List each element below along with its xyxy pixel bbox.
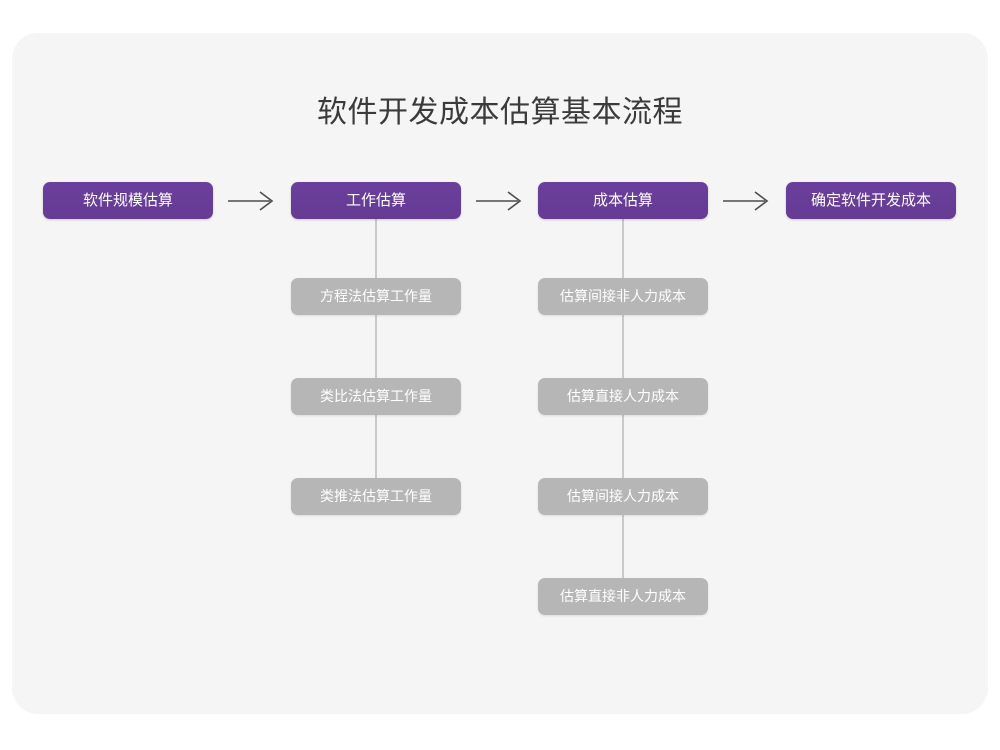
substep-box-right-4-label: 估算直接非人力成本 bbox=[560, 588, 686, 604]
stage-box-4-label: 确定软件开发成本 bbox=[810, 192, 931, 209]
page-title: 软件开发成本估算基本流程 bbox=[317, 96, 683, 129]
stage-box-1-label: 软件规模估算 bbox=[82, 192, 173, 209]
substep-box-right-1[interactable]: 估算间接非人力成本 bbox=[538, 278, 708, 315]
stage-box-2-label: 工作估算 bbox=[345, 192, 406, 209]
substep-box-right-1-label: 估算间接非人力成本 bbox=[560, 288, 686, 304]
substep-box-left-2[interactable]: 类比法估算工作量 bbox=[291, 378, 461, 415]
substep-box-left-3[interactable]: 类推法估算工作量 bbox=[291, 478, 461, 515]
connector-line-right-2 bbox=[622, 315, 624, 378]
connector-line-left-1 bbox=[375, 219, 377, 278]
arrow-right-icon bbox=[721, 188, 771, 214]
stage-box-3-label: 成本估算 bbox=[592, 192, 653, 209]
substep-box-left-2-label: 类比法估算工作量 bbox=[320, 388, 432, 404]
arrow-right-icon bbox=[226, 188, 276, 214]
substep-box-right-3-label: 估算间接人力成本 bbox=[567, 488, 679, 504]
connector-line-right-3 bbox=[622, 415, 624, 478]
stage-box-2[interactable]: 工作估算 bbox=[291, 182, 461, 219]
substep-box-right-2-label: 估算直接人力成本 bbox=[567, 388, 679, 404]
stage-box-3[interactable]: 成本估算 bbox=[538, 182, 708, 219]
connector-line-left-2 bbox=[375, 315, 377, 378]
diagram-canvas: 软件开发成本估算基本流程 软件规模估算 工作估算 成本估算 确定软件开发成本 bbox=[12, 33, 988, 714]
stage-box-1[interactable]: 软件规模估算 bbox=[43, 182, 213, 219]
substep-box-left-1-label: 方程法估算工作量 bbox=[320, 288, 432, 304]
connector-line-right-4 bbox=[622, 515, 624, 578]
substep-box-left-3-label: 类推法估算工作量 bbox=[320, 488, 432, 504]
connector-line-left-3 bbox=[375, 415, 377, 478]
substep-box-left-1[interactable]: 方程法估算工作量 bbox=[291, 278, 461, 315]
substep-box-right-2[interactable]: 估算直接人力成本 bbox=[538, 378, 708, 415]
substep-box-right-4[interactable]: 估算直接非人力成本 bbox=[538, 578, 708, 615]
substep-box-right-3[interactable]: 估算间接人力成本 bbox=[538, 478, 708, 515]
stage-box-4[interactable]: 确定软件开发成本 bbox=[786, 182, 956, 219]
connector-line-right-1 bbox=[622, 219, 624, 278]
arrow-right-icon bbox=[474, 188, 524, 214]
